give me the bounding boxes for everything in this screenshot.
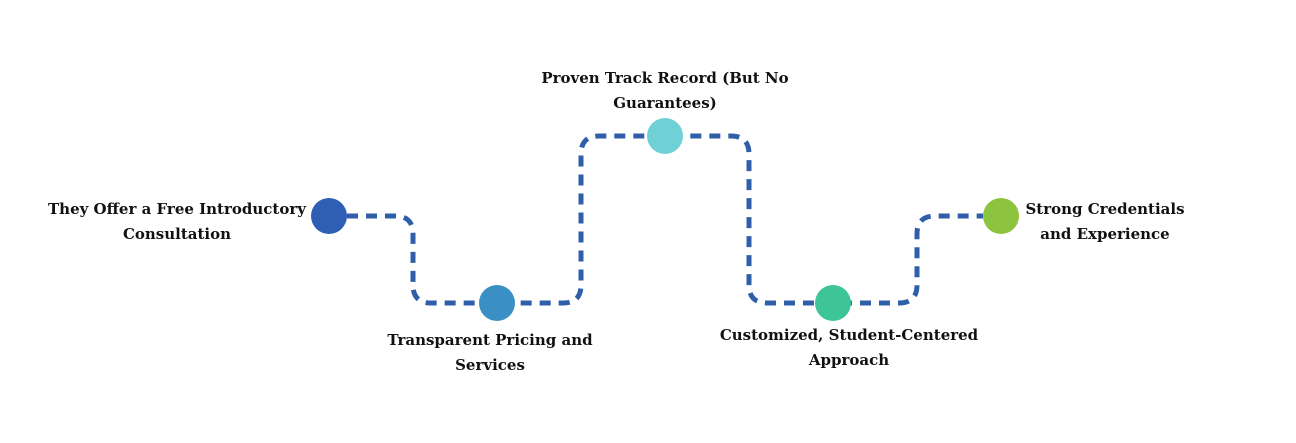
step-5-label: Strong Credentials and Experience [1025,200,1185,243]
step-5-dot [983,198,1019,234]
step-2-dot [479,285,515,321]
step-4-dot [815,285,851,321]
step-2-label: Transparent Pricing and Services [387,331,593,374]
step-3-dot [647,118,683,154]
step-3-label: Proven Track Record (But No Guarantees) [541,69,789,112]
step-4-label: Customized, Student-Centered Approach [719,326,979,369]
dashed-connector-path [347,133,983,306]
step-1-dot [311,198,347,234]
step-1-label: They Offer a Free Introductory Consultat… [48,200,306,243]
